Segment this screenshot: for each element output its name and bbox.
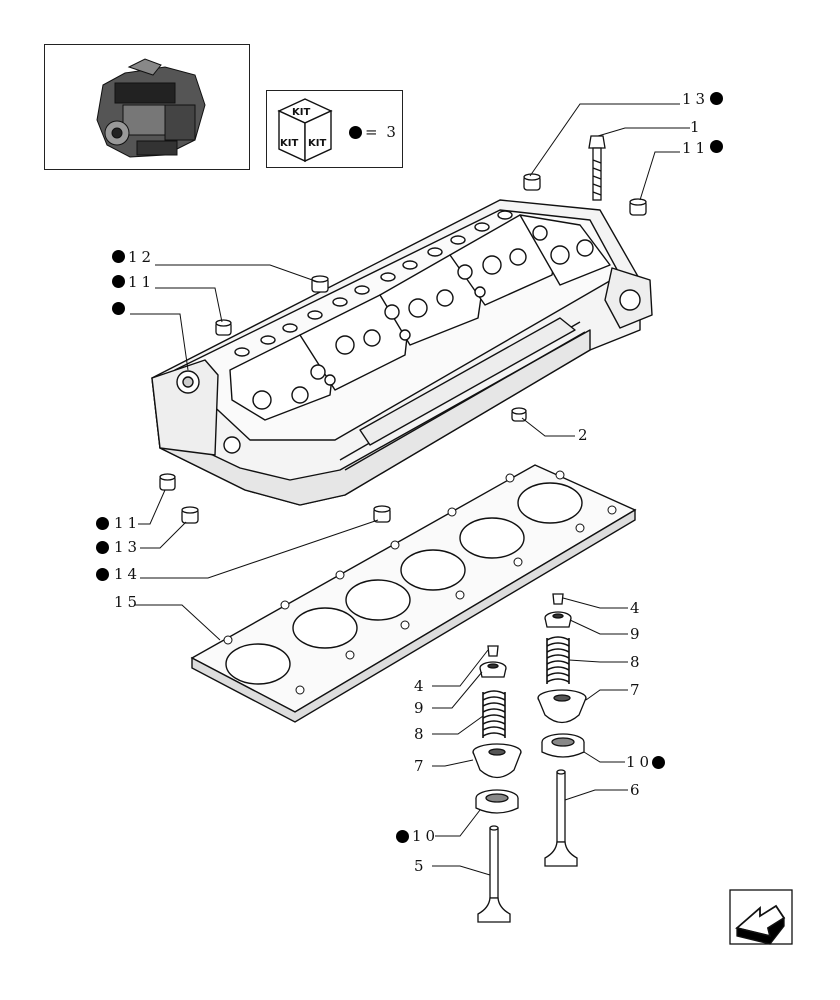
callout-2: 2 bbox=[578, 426, 592, 444]
plugs bbox=[159, 173, 647, 524]
callout-8-left: 8 bbox=[414, 725, 428, 743]
kit-bullet-10-left bbox=[396, 830, 409, 843]
callout-9-left: 9 bbox=[414, 699, 428, 717]
valve-group-left bbox=[472, 645, 522, 923]
callout-13-top: 13 bbox=[682, 90, 710, 108]
kit-bullet-11-right bbox=[710, 140, 723, 153]
kit-bullet-11-left bbox=[112, 275, 125, 288]
kit-bullet-10-right bbox=[652, 756, 665, 769]
engine-thumbnail-frame bbox=[44, 44, 250, 170]
callout-4-left: 4 bbox=[414, 677, 428, 695]
prev-page-arrow-icon bbox=[729, 889, 793, 945]
kit-bullet-head bbox=[112, 302, 125, 315]
kit-cube-label-left: KIT bbox=[280, 138, 299, 149]
callout-1: 1 bbox=[690, 118, 704, 136]
head-gasket bbox=[190, 464, 637, 723]
kit-bullet-14 bbox=[96, 568, 109, 581]
callout-8-right: 8 bbox=[630, 653, 644, 671]
callout-11-right: 11 bbox=[682, 139, 710, 157]
callout-13-low: 13 bbox=[114, 538, 142, 556]
prev-page-button[interactable] bbox=[730, 890, 792, 944]
callout-6: 6 bbox=[630, 781, 644, 799]
kit-bullet-12 bbox=[112, 250, 125, 263]
callout-7-left: 7 bbox=[414, 757, 428, 775]
callout-5: 5 bbox=[414, 857, 428, 875]
kit-bullet-13-top bbox=[710, 92, 723, 105]
callout-9-right: 9 bbox=[630, 625, 644, 643]
callout-12: 12 bbox=[128, 248, 156, 266]
callout-10-left: 10 bbox=[412, 827, 440, 845]
valve-group-right bbox=[537, 593, 587, 867]
kit-bullet-11-low bbox=[96, 517, 109, 530]
leader-lines bbox=[130, 103, 690, 876]
engine-icon bbox=[96, 58, 206, 158]
callout-11-left: 11 bbox=[128, 273, 156, 291]
kit-bullet-dot bbox=[349, 126, 362, 139]
callout-14: 14 bbox=[114, 565, 142, 583]
callout-11-low: 11 bbox=[114, 514, 142, 532]
callout-10-right: 10 bbox=[626, 753, 654, 771]
kit-legend-frame: KIT KIT KIT = 3 bbox=[266, 90, 403, 168]
kit-bullet-13-low bbox=[96, 541, 109, 554]
kit-cube-label-top: KIT bbox=[292, 107, 311, 118]
kit-box-icon bbox=[277, 98, 333, 163]
callout-4-right: 4 bbox=[630, 599, 644, 617]
kit-cube-label-right: KIT bbox=[308, 138, 327, 149]
kit-equals-text: = 3 bbox=[365, 123, 398, 141]
head-bolt bbox=[588, 135, 606, 201]
callout-7-right: 7 bbox=[630, 681, 644, 699]
callout-15: 15 bbox=[114, 593, 142, 611]
cylinder-head bbox=[151, 199, 653, 506]
